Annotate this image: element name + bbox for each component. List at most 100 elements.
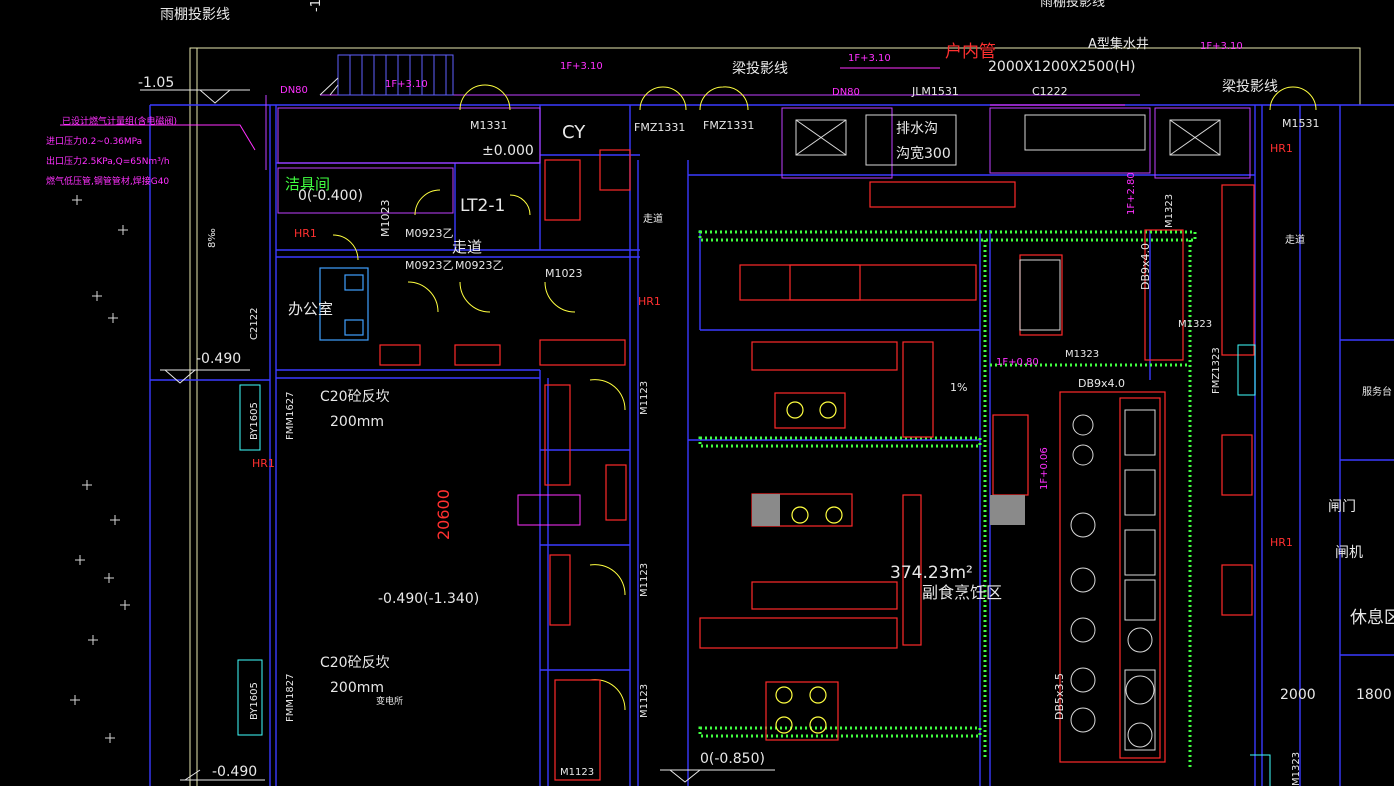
- door-code: M1323: [1065, 349, 1100, 360]
- gate-machine-label: 闸机: [1335, 545, 1363, 561]
- elevation-label: -0.490(-1.340): [378, 591, 480, 607]
- door-code: M1323: [1178, 319, 1213, 330]
- trench-width-label: 沟宽300: [896, 146, 951, 162]
- kitchen-equipment: [379, 149, 1255, 781]
- slope-label: 1%: [950, 381, 968, 394]
- distribution-box: DB5x3.5: [1053, 672, 1066, 720]
- gas-note: 出口压力2.5KPa,Q=65Nm³/h: [46, 157, 170, 167]
- height-label: 1F+0.06: [1039, 447, 1050, 490]
- sump-pit-label: A型集水井: [1088, 37, 1149, 52]
- door-code: JLM1531: [912, 85, 959, 98]
- elevation-markers: [140, 77, 775, 783]
- stairs: [337, 54, 454, 96]
- grey-block-b: [990, 495, 1025, 525]
- door-code: FMM1627: [285, 391, 296, 440]
- room-name-cleaning: 洁具间: [285, 175, 331, 193]
- canopy-projection-label-right: 雨棚投影线: [1040, 0, 1106, 10]
- hr-label: HR1: [1270, 142, 1293, 155]
- door-code: M1323: [1291, 751, 1302, 786]
- room-name-office: 办公室: [288, 300, 334, 318]
- corridor-label: 走道: [452, 238, 483, 256]
- height-label: 1F+3.10: [848, 53, 891, 64]
- corridor-label: 走道: [1285, 235, 1305, 246]
- door-code: M1331: [470, 119, 508, 132]
- door-code: M1123: [639, 562, 650, 597]
- door-code: M0923乙: [405, 259, 454, 272]
- landscape-marks: [70, 195, 130, 743]
- kitchen-area: 374.23m²: [890, 563, 973, 583]
- door-code: M1323: [1164, 193, 1175, 228]
- gas-note: 燃气低压管,钢管管材,焊接G40: [46, 177, 170, 187]
- pipe-dn-label: DN80: [832, 87, 860, 98]
- beam-projection-label: 梁投影线: [1222, 79, 1278, 95]
- door-code: M0923乙: [455, 259, 504, 272]
- canopy-projection-label: 雨棚投影线: [160, 7, 230, 23]
- hr-label: HR1: [294, 227, 317, 240]
- elevation-label: 0(-0.400): [298, 188, 363, 204]
- height-label: 1F+0.80: [996, 357, 1039, 368]
- elevation-label: -0.490: [196, 351, 242, 367]
- distribution-box: DB9x4.0: [1078, 377, 1126, 390]
- elevation-label: -0.490: [212, 764, 258, 780]
- curb-height: 200mm: [330, 680, 384, 696]
- door-code: FMM1827: [285, 673, 296, 722]
- elevation-label: -1.05: [138, 75, 175, 91]
- elevation-zero: ±0.000: [482, 143, 534, 159]
- room-name-rest: 休息区: [1350, 608, 1394, 628]
- sump-pit-size: 2000X1200X2500(H): [988, 59, 1136, 75]
- gate-label: 闸门: [1328, 499, 1356, 515]
- elevation-label: 0(-0.850): [700, 751, 765, 767]
- elevation-label: -1.05: [309, 0, 324, 12]
- wok-stoves: [1070, 414, 1155, 748]
- door-code: M1123: [560, 767, 595, 778]
- height-label: 1F+3.10: [385, 79, 428, 90]
- service-desk-label: 服务台: [1362, 387, 1392, 398]
- grey-block-a: [752, 494, 780, 526]
- door-swings: [332, 84, 1317, 711]
- door-code: FMZ1323: [1211, 347, 1222, 394]
- door-code: M1123: [639, 380, 650, 415]
- inner-partitions: [265, 94, 1251, 214]
- room-name-substation: 变电所: [376, 697, 404, 707]
- cy-label: CY: [562, 122, 586, 143]
- burners: [775, 401, 843, 734]
- pillar-block: [517, 494, 581, 526]
- gas-note: 已设计燃气计量组(含电磁阀): [62, 117, 178, 127]
- canopy-outline: [189, 47, 1361, 786]
- kitchen-name: 副食烹饪区: [922, 583, 1003, 602]
- beam-projection-label: 梁投影线: [732, 61, 788, 77]
- door-code: BY1605: [249, 682, 260, 720]
- height-label: 1F+2.80: [1126, 172, 1137, 215]
- service-rails: [698, 230, 1197, 770]
- door-code: M1531: [1282, 117, 1320, 130]
- curb-label: C20砼反坎: [320, 389, 390, 405]
- door-code: M1023: [545, 267, 583, 280]
- hr-label: HR1: [1270, 536, 1293, 549]
- dimension-label: 1800: [1356, 687, 1392, 703]
- curb-label: C20砼反坎: [320, 655, 390, 671]
- curb-height: 200mm: [330, 414, 384, 430]
- cyan-doors: [237, 344, 1271, 786]
- hr-label: HR1: [252, 457, 275, 470]
- elevator-code: LT2-1: [460, 196, 506, 216]
- door-code: BY1605: [249, 402, 260, 440]
- door-code: FMZ1331: [634, 121, 686, 134]
- dimension-label: 8‰: [207, 228, 218, 248]
- magenta-leader-lines: [60, 67, 1125, 151]
- dimension-label: 2000: [1280, 687, 1316, 703]
- office-furniture: [319, 267, 369, 341]
- door-code: FMZ1331: [703, 119, 755, 132]
- corridor-label: 走道: [643, 214, 663, 225]
- door-code: M0923乙: [405, 227, 454, 240]
- dimension-label: 20600: [434, 489, 453, 540]
- gas-note: 进口压力0.2~0.36MPa: [46, 137, 143, 147]
- door-code: M1123: [639, 683, 650, 718]
- pipe-dn-label: DN80: [280, 85, 308, 96]
- window-code: C2122: [249, 307, 260, 340]
- height-label: 1F+3.10: [1200, 41, 1243, 52]
- fixtures: [795, 114, 1221, 751]
- height-label: 1F+3.10: [560, 61, 603, 72]
- drain-trench-label: 排水沟: [896, 121, 938, 137]
